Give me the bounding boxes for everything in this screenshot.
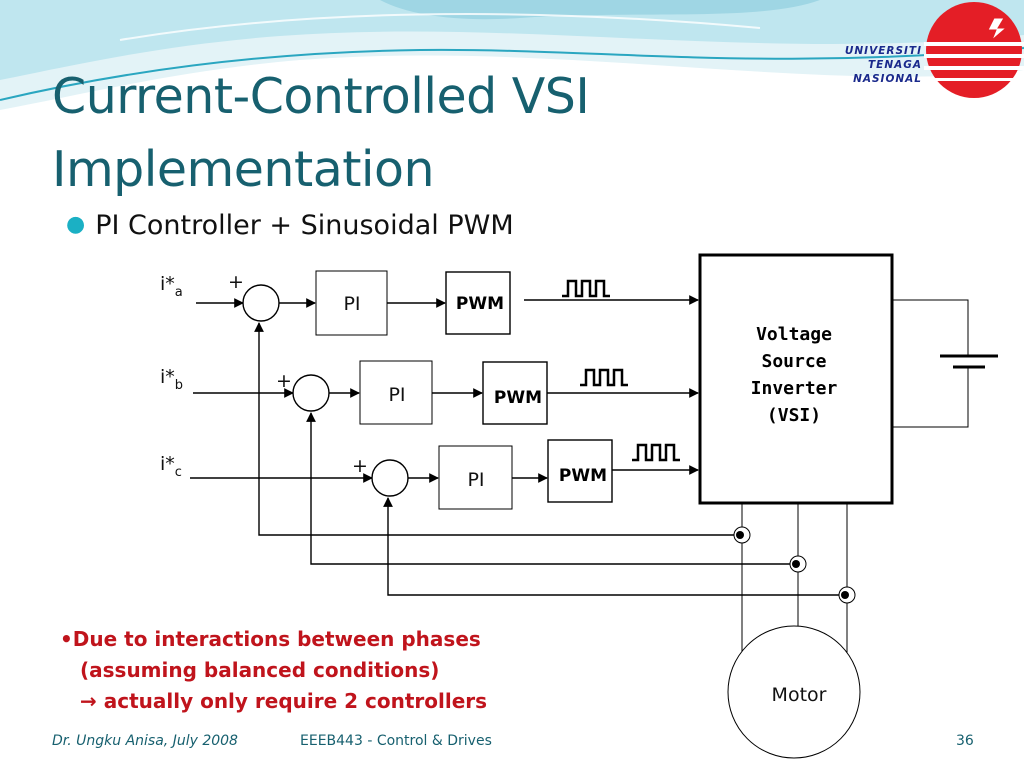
bullet-dot-icon: ●: [66, 212, 86, 237]
slide-title: Current-Controlled VSI Implementation: [52, 60, 752, 206]
pi-label-c: PI: [467, 469, 484, 491]
university-name: UNIVERSITI TENAGA NASIONAL: [800, 44, 922, 86]
pwm-label-b: PWM: [494, 388, 542, 408]
wave-line: [0, 47, 1024, 101]
motor-label: Motor: [772, 684, 827, 706]
pwm-block-a: [445, 271, 511, 335]
header-wave-decoration: [0, 0, 1024, 110]
note-line3: → actually only require 2 controllers: [80, 689, 488, 713]
pwm-label-c: PWM: [559, 466, 607, 486]
footer-page-number: 36: [956, 733, 974, 749]
vsi-label-line1: Voltage: [756, 324, 832, 345]
vsi-block: [698, 253, 894, 505]
logo-stripe-1: [924, 42, 1024, 46]
feedback-a: [254, 322, 734, 536]
dc-battery-icon: [892, 299, 998, 428]
vsi-label-line4: (VSI): [767, 405, 821, 426]
pulse-train-icon-c: [632, 443, 680, 462]
footer-author: Dr. Ungku Anisa, July 2008: [52, 733, 238, 749]
bullet-item: ● PI Controller + Sinusoidal PWM: [66, 210, 514, 241]
university-name-line2: TENAGA: [868, 59, 922, 71]
slide-title-line2: Implementation: [52, 141, 435, 198]
pulse-train-icon-a: [562, 279, 610, 298]
logo-stripe-3: [924, 66, 1024, 70]
vsi-label-line3: Inverter: [751, 378, 838, 399]
slide-title-line1: Current-Controlled VSI: [52, 68, 590, 125]
footer-course: EEEB443 - Control & Drives: [300, 733, 492, 749]
motor: [727, 625, 861, 759]
pi-block-c: [438, 445, 513, 510]
current-sensor-a-dot: [736, 531, 744, 539]
feedback-c: [383, 497, 839, 596]
pulse-train-icon-b: [580, 368, 628, 387]
summing-junction-c: [371, 459, 409, 497]
pi-block-a: [315, 270, 388, 336]
ref-c-label: i*c: [160, 453, 182, 480]
bullet-text: PI Controller + Sinusoidal PWM: [95, 210, 514, 241]
plus-sign-c: +: [352, 455, 368, 477]
logo-stripe-4: [924, 78, 1024, 81]
note-line2: (assuming balanced conditions): [80, 658, 440, 682]
pwm-block-c: [547, 439, 613, 503]
summing-junction-a: [242, 284, 280, 322]
ref-a-label: i*a: [160, 273, 183, 300]
pwm-label-a: PWM: [456, 294, 504, 314]
logo-stripe-2: [924, 54, 1024, 58]
wave-line-2: [119, 13, 761, 41]
plus-sign-a: +: [228, 271, 244, 293]
plus-sign-b: +: [276, 370, 292, 392]
university-name-line3: NASIONAL: [853, 73, 922, 85]
note-line1: •Due to interactions between phases: [60, 627, 481, 651]
pi-block-b: [359, 360, 433, 425]
feedback-b: [306, 412, 790, 565]
lightning-bolt-logo-icon: [987, 17, 1008, 41]
summing-junction-b: [292, 374, 330, 412]
vsi-label-line2: Source: [761, 351, 826, 372]
pi-label-b: PI: [388, 384, 405, 406]
pi-label-a: PI: [343, 293, 360, 315]
note-text: •Due to interactions between phases (ass…: [60, 624, 487, 717]
current-sensor-b-dot: [792, 560, 800, 568]
ref-b-label: i*b: [160, 366, 183, 393]
wave-mid: [0, 0, 1024, 80]
university-name-line1: UNIVERSITI: [844, 45, 922, 57]
current-sensor-c-dot: [841, 591, 849, 599]
university-logo: [924, 2, 1024, 98]
